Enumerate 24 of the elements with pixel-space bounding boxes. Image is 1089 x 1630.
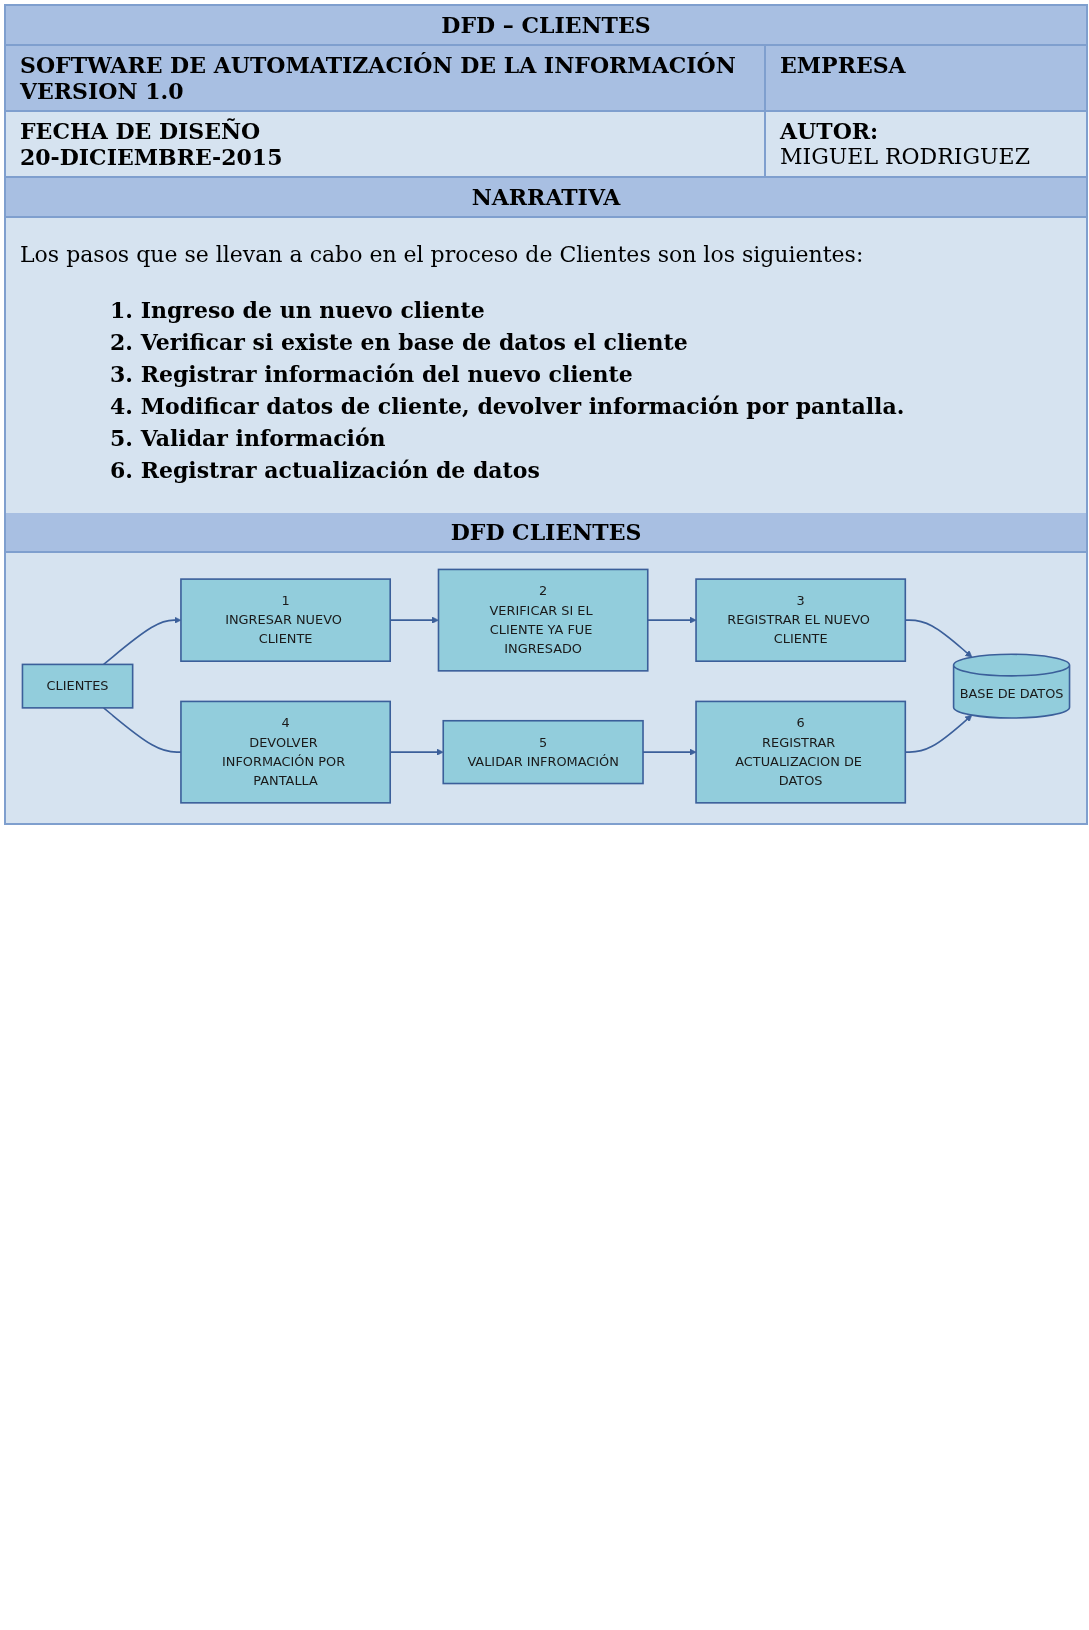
header-text: VERSION 1.0 [20,78,185,104]
node-box: 1 INGRESAR NUEVO CLIENTE [180,578,391,662]
header-text: SOFTWARE DE AUTOMATIZACIÓN DE LA INFORMACIÓN [20,52,737,78]
list-item: 4. Modificar datos de cliente, devolver información por pantalla. [110,393,906,419]
date-text: 20-DICIEMBRE-2015 [20,144,284,170]
node-box: 3 REGISTRAR EL NUEVO CLIENTE [695,578,907,662]
author-text: MIGUEL RODRIGUEZ [780,144,1031,169]
section-band: DFD CLIENTES [6,513,1086,553]
narrative-text: Los pasos que se llevan a cabo en el proceso de Clientes son los siguientes: [20,242,865,267]
title-band: DFD – CLIENTES [6,6,1086,46]
list-item: 1. Ingreso de un nuevo cliente [110,297,486,323]
list-item: 2. Verificar si existe en base de datos el cliente [110,329,689,355]
node-box: 5 VALIDAR INFROMACIÓN [442,719,644,785]
section-band: NARRATIVA [6,178,1086,218]
node-box: 4 DEVOLVER INFORMACIÓN POR PANTALLA [180,700,391,804]
list-item: 3. Registrar información del nuevo cliente [110,361,634,387]
node-box: 6 REGISTRAR ACTUALIZACION DE DATOS [695,700,907,804]
node-box: 2 VERIFICAR SI EL CLIENTE YA FUE INGRESADO [437,568,649,672]
list-item: 5. Validar información [110,425,387,451]
node-box: CLIENTES [21,663,134,709]
header-text: EMPRESA [780,52,907,78]
header-text: AUTOR: [780,118,880,144]
list-item: 6. Registrar actualización de datos [110,457,541,483]
header-text: FECHA DE DISEÑO [20,118,262,144]
